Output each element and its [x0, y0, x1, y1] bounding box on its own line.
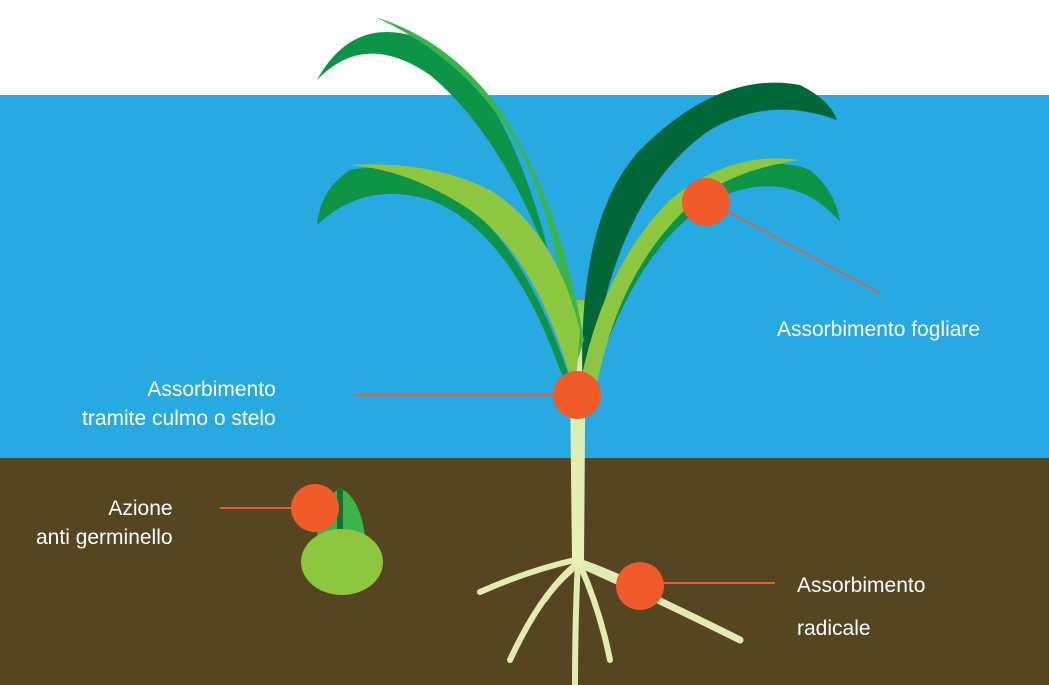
label-stem-line1: Assorbimento — [147, 378, 276, 401]
marker-seed — [291, 484, 339, 532]
root-left-long — [477, 557, 578, 595]
root-center — [572, 557, 581, 685]
label-seed: Azione anti germinello — [36, 494, 173, 552]
leaf-top-left-inner — [375, 17, 584, 390]
label-seed-line1: Azione — [108, 497, 173, 520]
marker-root — [616, 562, 664, 610]
label-stem: Assorbimento tramite culmo o stelo — [82, 375, 276, 433]
label-root-line2: radicale — [797, 617, 871, 640]
label-foliar-line1: Assorbimento fogliare — [777, 318, 981, 341]
seed-sprout-stripe — [337, 488, 343, 536]
label-seed-line2: anti germinello — [36, 526, 173, 549]
root-right-down — [577, 562, 613, 663]
label-foliar: Assorbimento fogliare — [777, 315, 980, 344]
label-root: Assorbimento radicale — [797, 571, 925, 643]
markers — [291, 178, 730, 610]
leaf-mid-left-inner — [350, 164, 580, 395]
marker-stem — [553, 371, 601, 419]
seed-body — [301, 529, 383, 595]
leader-foliar — [705, 199, 881, 294]
leaf-back-right — [582, 82, 837, 395]
seed — [301, 488, 383, 595]
root-left-short — [542, 567, 575, 603]
label-stem-line2: tramite culmo o stelo — [82, 407, 276, 430]
label-root-line1: Assorbimento — [797, 574, 926, 597]
marker-foliar — [682, 178, 730, 226]
leaf-mid-left — [317, 168, 575, 395]
root-right-long — [578, 561, 744, 644]
